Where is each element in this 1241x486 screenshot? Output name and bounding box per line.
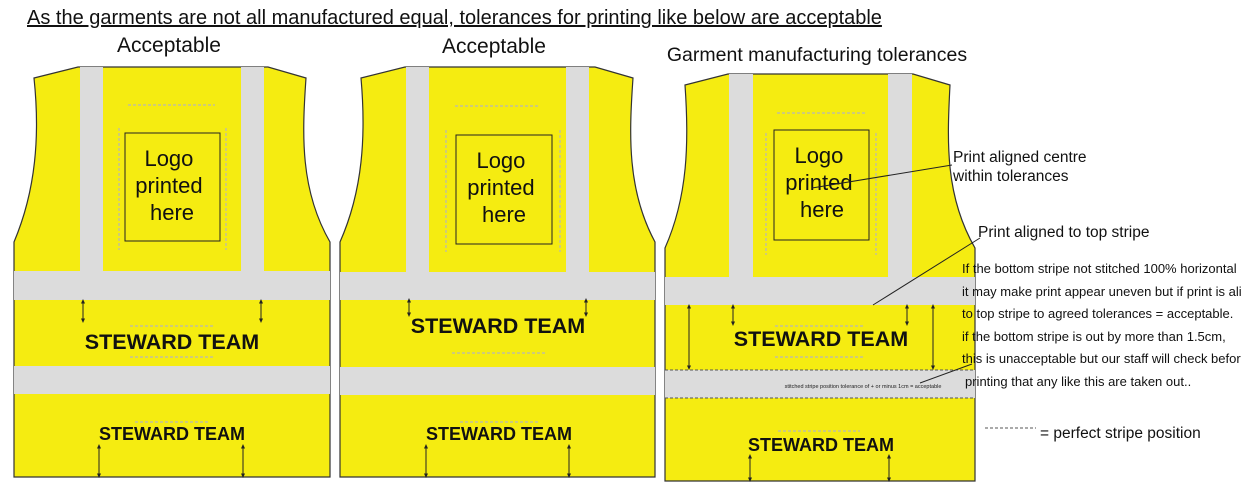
leader-line-top-stripe bbox=[872, 237, 981, 306]
reflective-strap-left bbox=[80, 67, 103, 271]
centre-alignment-note: Print aligned centre within tolerances bbox=[952, 149, 1091, 185]
stitch-tolerance-note: stitched stripe position tolerance of + … bbox=[785, 384, 942, 390]
steward-team-label-lower: STEWARD TEAM bbox=[426, 424, 572, 444]
logo-placeholder bbox=[773, 129, 870, 241]
reflective-strap-right bbox=[241, 67, 264, 271]
logo-text: Logo printed here bbox=[785, 143, 858, 222]
reflective-strap-left bbox=[729, 74, 753, 277]
leader-line-bottom-stripe bbox=[919, 363, 973, 384]
panel-caption: Garment manufacturing tolerances bbox=[667, 44, 967, 66]
reflective-stripe-bottom bbox=[340, 367, 655, 395]
reflective-strap-right bbox=[888, 74, 912, 277]
legend-perfect-stripe: = perfect stripe position bbox=[1040, 425, 1201, 442]
vest-panel-1: Acceptable Logo printed here STEWARD TEA… bbox=[13, 34, 331, 478]
page-title: As the garments are not all manufactured… bbox=[27, 7, 882, 29]
logo-text: Logo printed here bbox=[467, 148, 540, 227]
steward-team-label-lower: STEWARD TEAM bbox=[748, 435, 894, 455]
reflective-stripe-top bbox=[665, 277, 975, 305]
reflective-strap-left bbox=[406, 67, 429, 272]
vest-panel-2: Acceptable Logo printed here STEWARD TEA… bbox=[339, 35, 656, 478]
steward-team-label: STEWARD TEAM bbox=[411, 314, 585, 338]
reflective-stripe-top bbox=[14, 271, 330, 300]
reflective-strap-right bbox=[566, 67, 589, 272]
reflective-stripe-top bbox=[340, 272, 655, 300]
logo-placeholder bbox=[455, 134, 553, 245]
leader-line-centre bbox=[811, 164, 953, 189]
logo-text: Logo printed here bbox=[135, 146, 208, 225]
reflective-stripe-bottom bbox=[14, 366, 330, 394]
panel-caption: Acceptable bbox=[442, 35, 546, 58]
steward-team-label: STEWARD TEAM bbox=[734, 327, 908, 351]
panel-caption: Acceptable bbox=[117, 34, 221, 57]
vest-panel-3: Garment manufacturing tolerances Logo pr… bbox=[664, 44, 976, 482]
steward-team-label-lower: STEWARD TEAM bbox=[99, 424, 245, 444]
reflective-stripe-bottom bbox=[665, 370, 975, 398]
top-stripe-note: Print aligned to top stripe bbox=[978, 224, 1149, 241]
explanation-note: If the bottom stripe not stitched 100% h… bbox=[962, 261, 1241, 389]
logo-placeholder bbox=[124, 132, 221, 242]
steward-team-label: STEWARD TEAM bbox=[85, 330, 259, 354]
